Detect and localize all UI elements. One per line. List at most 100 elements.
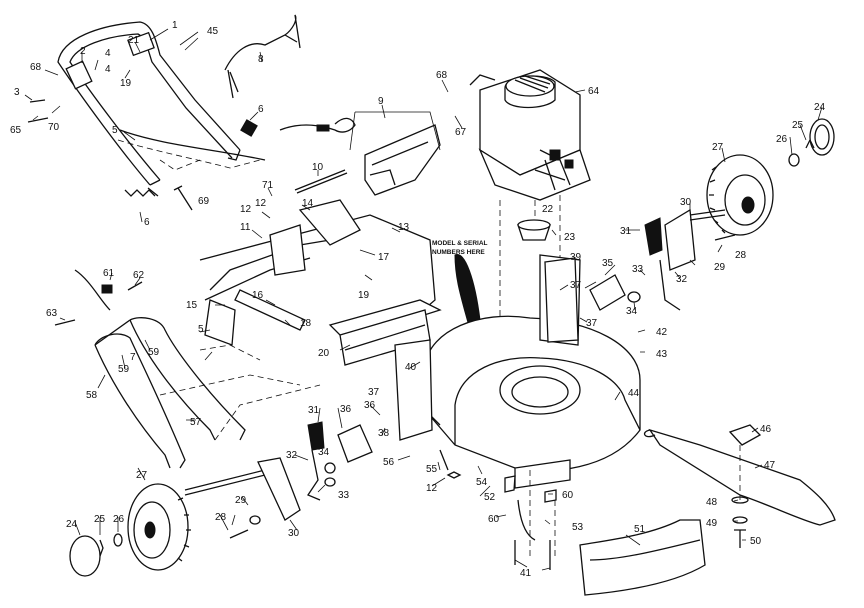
- leader-lines: [24, 28, 823, 571]
- washer-26-left: [113, 533, 123, 547]
- callout-10: 10: [312, 162, 324, 173]
- washer-49: [732, 516, 748, 524]
- height-lever-left: [307, 421, 325, 451]
- callout-59b: 59: [118, 364, 130, 375]
- callout-26a: 26: [776, 134, 788, 145]
- screw-3: [29, 99, 46, 103]
- callout-15: 15: [186, 300, 198, 311]
- model-serial-note-line1: MODEL & SERIAL: [432, 240, 488, 247]
- callout-4b: 4: [105, 64, 111, 75]
- nut-29-left: [249, 515, 261, 525]
- callout-19a: 19: [120, 78, 132, 89]
- rod-10: [294, 169, 346, 191]
- blade: [648, 428, 836, 526]
- callout-43: 43: [656, 349, 668, 360]
- callout-68a: 68: [30, 62, 42, 73]
- spring-upper: [124, 189, 156, 197]
- callout-25b: 25: [94, 514, 106, 525]
- lower-handle: [94, 317, 246, 469]
- callout-47: 47: [764, 460, 776, 471]
- callout-34b: 34: [318, 447, 330, 458]
- callout-46: 46: [760, 424, 772, 435]
- nut-34-right: [627, 291, 641, 303]
- callout-labels: 1 45 2 21 4 4 3 68 19 70 65 5 6 6 8 69 9…: [10, 20, 826, 579]
- callout-26b: 26: [113, 514, 125, 525]
- callout-30b: 30: [288, 528, 300, 539]
- callout-32a: 32: [676, 274, 688, 285]
- height-adjuster-right: [664, 208, 696, 271]
- callout-25a: 25: [792, 120, 804, 131]
- callout-61: 61: [103, 268, 115, 279]
- callout-63: 63: [46, 308, 58, 319]
- washer-33-left: [324, 477, 336, 487]
- callout-27a: 27: [712, 142, 724, 153]
- callout-34a: 34: [626, 306, 638, 317]
- washer-26-right: [788, 153, 800, 167]
- callout-18: 18: [300, 318, 312, 329]
- callout-12a: 12: [240, 204, 252, 215]
- callout-49: 49: [706, 518, 718, 529]
- callout-52: 52: [484, 492, 496, 503]
- callout-59a: 59: [148, 347, 160, 358]
- callout-64: 64: [588, 86, 600, 97]
- callout-4a: 4: [105, 48, 111, 59]
- callout-36a: 36: [340, 404, 352, 415]
- callout-51: 51: [634, 524, 646, 535]
- upper-handle: [57, 21, 261, 197]
- callout-35: 35: [602, 258, 614, 269]
- callout-45: 45: [207, 26, 219, 37]
- callout-31a: 31: [620, 226, 632, 237]
- callout-65: 65: [10, 125, 22, 136]
- callout-39: 39: [570, 252, 582, 263]
- callout-16: 16: [252, 290, 264, 301]
- pin-62: [127, 281, 143, 291]
- callout-44: 44: [628, 388, 640, 399]
- callout-30a: 30: [680, 197, 692, 208]
- callout-50: 50: [750, 536, 762, 547]
- spacer-25-right: [805, 138, 815, 149]
- bracket-39: [544, 257, 579, 343]
- callout-22: 22: [542, 204, 554, 215]
- rod-52: [504, 475, 516, 493]
- callout-24a: 24: [814, 102, 826, 113]
- deck-centerline: [529, 470, 556, 560]
- pin-63: [54, 319, 76, 326]
- callout-6a: 6: [144, 217, 150, 228]
- callout-54: 54: [476, 477, 488, 488]
- callout-32b: 32: [286, 450, 298, 461]
- callout-21: 21: [128, 35, 140, 46]
- callout-70: 70: [48, 122, 60, 133]
- brake-cable: [119, 129, 266, 161]
- callout-69: 69: [198, 196, 210, 207]
- callout-71: 71: [262, 180, 274, 191]
- lever-32-right: [659, 259, 681, 311]
- control-bail: [224, 14, 301, 99]
- callout-23: 23: [564, 232, 576, 243]
- callout-5a: 5: [112, 125, 118, 136]
- callout-37a: 37: [570, 280, 582, 291]
- bag-bracket: [364, 124, 441, 196]
- callout-29b: 29: [235, 495, 247, 506]
- callout-2: 2: [80, 46, 86, 57]
- clip-60: [544, 489, 557, 503]
- callout-41: 41: [520, 568, 532, 579]
- callout-31b: 31: [308, 405, 320, 416]
- callout-9: 9: [378, 96, 384, 107]
- rear-wheel-right: [706, 154, 774, 236]
- callout-33a: 33: [632, 264, 644, 275]
- callout-24b: 24: [66, 519, 78, 530]
- callout-12b: 12: [255, 198, 267, 209]
- cable-lower: [74, 269, 111, 311]
- callout-42: 42: [656, 327, 668, 338]
- callout-37b: 37: [586, 318, 598, 329]
- bolt-41: [514, 540, 551, 570]
- plate-36: [337, 424, 373, 463]
- callout-13: 13: [398, 222, 410, 233]
- callout-28b: 28: [215, 512, 227, 523]
- callout-6b: 6: [258, 104, 264, 115]
- spacer-25-left: [99, 539, 104, 557]
- nut-12-lower: [446, 471, 462, 479]
- callout-11: 11: [240, 222, 251, 233]
- callout-53: 53: [572, 522, 584, 533]
